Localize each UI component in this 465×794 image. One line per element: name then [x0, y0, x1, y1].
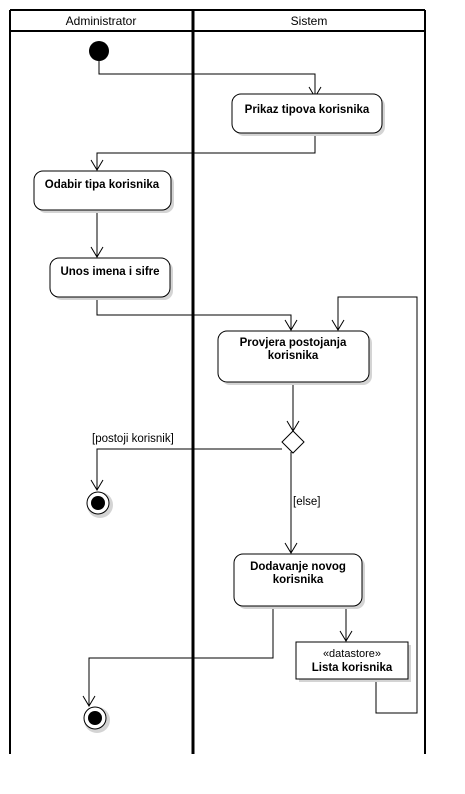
action-label-line2: korisnika [268, 350, 319, 362]
action-label: Prikaz tipova korisnika [245, 104, 370, 116]
arrowhead [284, 542, 298, 554]
arrowhead [331, 319, 345, 331]
action-label: Odabir tipa korisnika [45, 179, 160, 191]
decision-node [281, 430, 305, 454]
arrowhead [90, 246, 104, 258]
final-node [86, 491, 113, 518]
action-label-line2: korisnika [273, 574, 324, 586]
action-label: Unos imena i sifre [60, 266, 159, 278]
action-dodavanje-novog-korisnika: Dodavanje novog korisnika [233, 553, 365, 609]
flow-unos-to-provjera [96, 297, 292, 330]
final-node [83, 706, 110, 733]
arrowhead [90, 479, 104, 491]
action-unos-imena-i-sifre: Unos imena i sifre [49, 257, 173, 300]
action-label-line1: Provjera postojanja [240, 337, 347, 349]
guard-else: [else] [293, 496, 321, 508]
control-flows [82, 61, 418, 714]
flow-prikaz-to-odabir [96, 136, 316, 170]
flow-start-to-prikaz [98, 61, 316, 97]
action-label-line1: Dodavanje novog [250, 561, 346, 573]
flow-datastore-to-provjera [337, 296, 418, 714]
action-provjera-postojanja-korisnika: Provjera postojanja korisnika [217, 330, 372, 385]
arrowhead [284, 319, 298, 331]
lane-title-sistem: Sistem [291, 14, 328, 28]
action-odabir-tipa-korisnika: Odabir tipa korisnika [33, 170, 174, 213]
initial-node [89, 41, 109, 61]
lane-title-administrator: Administrator [66, 14, 137, 28]
arrowhead [82, 695, 96, 707]
arrowhead [90, 159, 104, 171]
datastore-lista-korisnika: «datastore» Lista korisnika [295, 641, 411, 682]
arrowhead [339, 630, 353, 642]
action-prikaz-tipova-korisnika: Prikaz tipova korisnika [231, 93, 385, 136]
flow-decision-to-final-1 [96, 448, 282, 490]
flow-dodavanje-to-final-2 [88, 606, 274, 706]
datastore-label: Lista korisnika [312, 662, 393, 674]
datastore-stereotype: «datastore» [323, 648, 381, 660]
swimlanes: Administrator Sistem [9, 9, 426, 754]
guard-postoji-korisnik: [postoji korisnik] [92, 433, 174, 445]
